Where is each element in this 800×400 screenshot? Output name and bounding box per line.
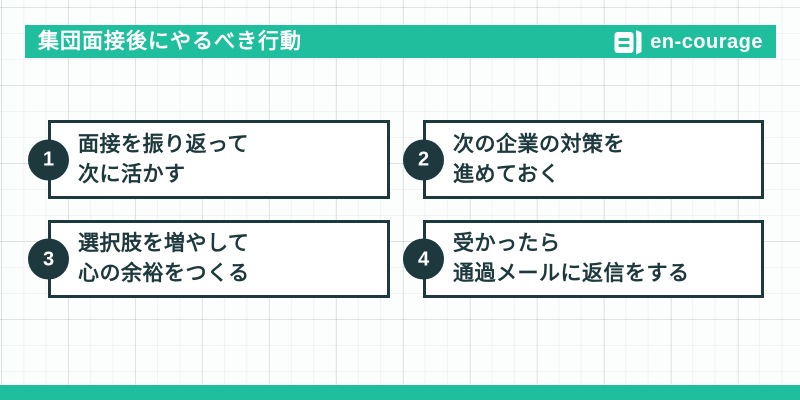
action-card-4: 4 受かったら 通過メールに返信をする xyxy=(403,220,764,298)
card-text-line1: 選択肢を増やして xyxy=(78,232,250,255)
footer-accent-bar xyxy=(0,385,800,400)
step-number-badge: 3 xyxy=(28,238,69,280)
logo-text: en-courage xyxy=(650,30,763,53)
card-text-line1: 次の企業の対策を xyxy=(453,132,625,156)
step-number-badge: 2 xyxy=(403,139,444,180)
action-card-1: 1 面接を振り返って 次に活かす xyxy=(28,120,390,199)
action-card-2: 2 次の企業の対策を 進めておく xyxy=(403,120,764,199)
action-card-3: 3 選択肢を増やして 心の余裕をつくる xyxy=(28,220,390,298)
card-text-line1: 面接を振り返って xyxy=(78,132,249,156)
book-icon xyxy=(614,29,642,54)
card-text: 受かったら 通過メールに返信をする xyxy=(426,229,690,289)
step-number-badge: 1 xyxy=(28,139,69,180)
card-text: 選択肢を増やして 心の余裕をつくる xyxy=(51,229,250,289)
step-number-badge: 4 xyxy=(403,238,444,280)
card-text-line2: 心の余裕をつくる xyxy=(78,262,250,285)
card-text: 次の企業の対策を 進めておく xyxy=(426,130,625,190)
page-title: 集団面接後にやるべき行動 xyxy=(38,30,302,53)
card-text-line1: 受かったら xyxy=(453,232,561,255)
card-text-line2: 進めておく xyxy=(453,162,560,186)
card-text-line2: 通過メールに返信をする xyxy=(453,262,690,285)
card-text: 面接を振り返って 次に活かす xyxy=(51,130,249,190)
card-text-line2: 次に活かす xyxy=(78,162,186,186)
en-courage-logo: en-courage xyxy=(614,29,763,55)
header-bar: 集団面接後にやるべき行動 en-courage xyxy=(25,25,776,58)
